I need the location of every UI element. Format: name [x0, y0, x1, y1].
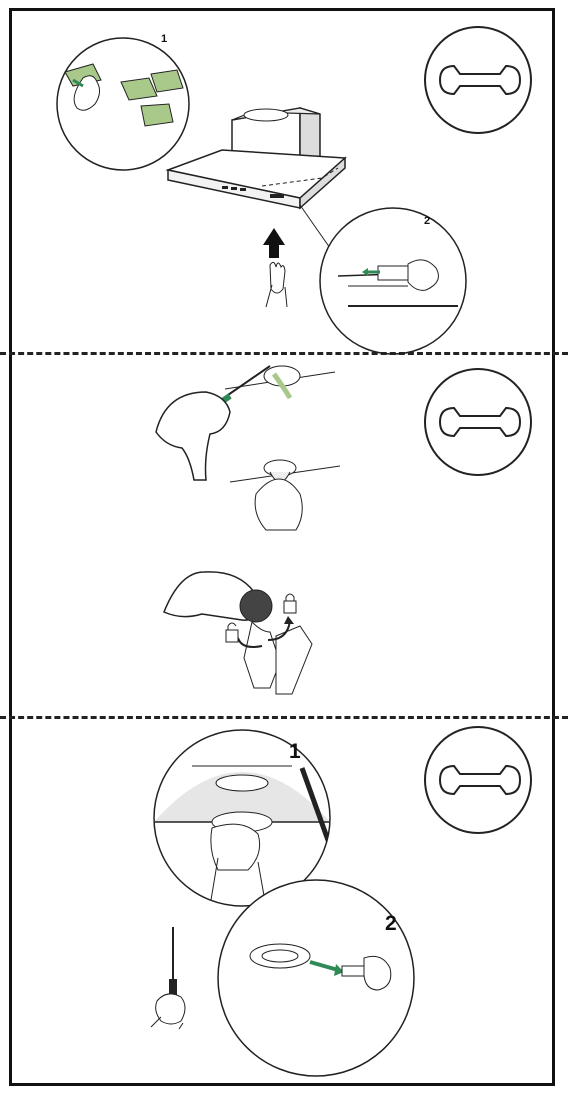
lamp-detail-circle-2: [216, 878, 416, 1078]
wrench-icon: [426, 370, 534, 478]
unlock-icon: [226, 623, 238, 642]
filter-detail-circle: [53, 34, 193, 174]
screwdriver-hand-illustration: [143, 923, 203, 1033]
callout-filter-1: 1: [161, 33, 167, 45]
callout-screw-2: 2: [424, 215, 430, 227]
section-filter-removal: 1 2: [0, 0, 568, 353]
lock-icon: [284, 594, 296, 613]
tool-circle-2: [424, 368, 532, 476]
section-lamp-removal: [0, 354, 568, 716]
callout-step-2: 2: [385, 912, 397, 936]
wrench-icon: [426, 728, 534, 836]
tool-circle-3: [424, 726, 532, 834]
screw-detail-circle: [318, 206, 468, 356]
callout-step-1: 1: [289, 740, 301, 764]
tool-circle-1: [424, 26, 532, 134]
wrench-icon: [426, 28, 534, 136]
section-lamp-replacement: 1 2: [0, 718, 568, 1078]
